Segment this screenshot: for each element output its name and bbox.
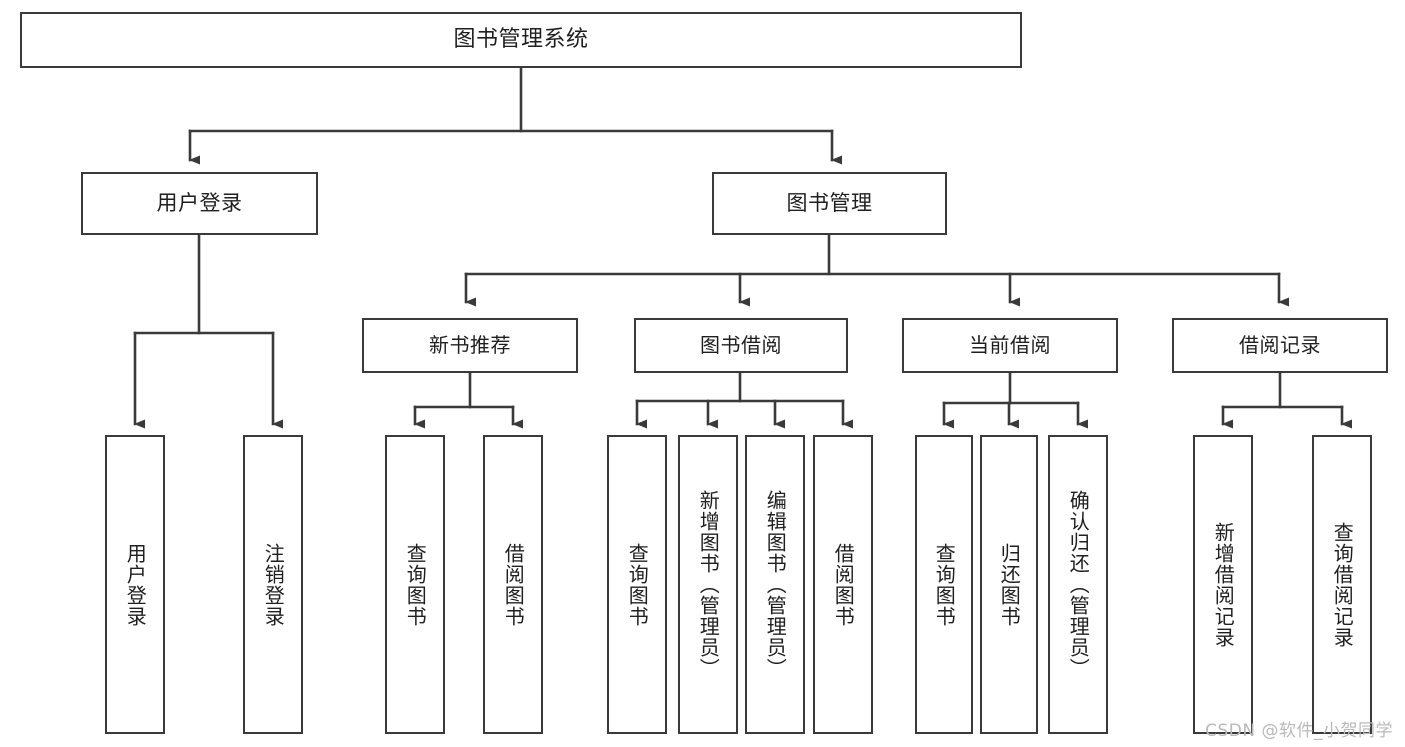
leaf-borrow-query-book[interactable]: 查询图书 — [607, 435, 667, 734]
node-user-login[interactable]: 用户登录 — [81, 172, 318, 235]
node-current-borrow[interactable]: 当前借阅 — [902, 318, 1118, 373]
leaf-record-add-label: 新增借阅记录 — [1211, 521, 1236, 648]
node-user-login-label: 用户登录 — [156, 191, 243, 216]
leaf-current-confirm-return[interactable]: 确认归还（管理员） — [1048, 435, 1108, 734]
leaf-user-login-signin-label: 用户登录 — [123, 542, 148, 627]
node-book-borrow-label: 图书借阅 — [700, 333, 782, 357]
leaf-borrow-add-book-label: 新增图书（管理员） — [696, 490, 721, 679]
leaf-new-book-borrow-label: 借阅图书 — [501, 542, 526, 627]
node-root-system[interactable]: 图书管理系统 — [20, 12, 1022, 68]
leaf-current-query-book-label: 查询图书 — [932, 542, 957, 627]
leaf-borrow-borrow-book[interactable]: 借阅图书 — [813, 435, 873, 734]
node-book-borrow[interactable]: 图书借阅 — [634, 318, 848, 373]
leaf-current-return-book-label: 归还图书 — [997, 542, 1022, 627]
node-new-book-recommend[interactable]: 新书推荐 — [362, 318, 578, 373]
leaf-current-query-book[interactable]: 查询图书 — [915, 435, 973, 734]
node-current-borrow-label: 当前借阅 — [969, 333, 1051, 357]
leaf-borrow-edit-book-label: 编辑图书（管理员） — [763, 490, 788, 679]
node-borrow-record[interactable]: 借阅记录 — [1172, 318, 1388, 373]
leaf-borrow-query-book-label: 查询图书 — [625, 542, 650, 627]
node-book-management[interactable]: 图书管理 — [712, 172, 947, 235]
leaf-new-book-query[interactable]: 查询图书 — [385, 435, 445, 734]
leaf-new-book-borrow[interactable]: 借阅图书 — [483, 435, 543, 734]
node-new-book-recommend-label: 新书推荐 — [429, 333, 511, 357]
node-borrow-record-label: 借阅记录 — [1239, 333, 1321, 357]
node-root-system-label: 图书管理系统 — [453, 27, 589, 53]
leaf-borrow-edit-book[interactable]: 编辑图书（管理员） — [745, 435, 805, 734]
leaf-current-return-book[interactable]: 归还图书 — [980, 435, 1038, 734]
leaf-record-query[interactable]: 查询借阅记录 — [1312, 435, 1372, 734]
leaf-user-login-signin[interactable]: 用户登录 — [105, 435, 165, 734]
leaf-user-login-signout[interactable]: 注销登录 — [243, 435, 303, 734]
leaf-current-confirm-return-label: 确认归还（管理员） — [1066, 490, 1091, 679]
watermark-text: CSDN @软件_小贺同学 — [1205, 721, 1393, 741]
leaf-borrow-borrow-book-label: 借阅图书 — [831, 542, 856, 627]
leaf-record-query-label: 查询借阅记录 — [1330, 521, 1355, 648]
leaf-user-login-signout-label: 注销登录 — [261, 542, 286, 627]
node-book-management-label: 图书管理 — [786, 191, 873, 216]
leaf-new-book-query-label: 查询图书 — [403, 542, 428, 627]
leaf-record-add[interactable]: 新增借阅记录 — [1193, 435, 1253, 734]
leaf-borrow-add-book[interactable]: 新增图书（管理员） — [678, 435, 738, 734]
